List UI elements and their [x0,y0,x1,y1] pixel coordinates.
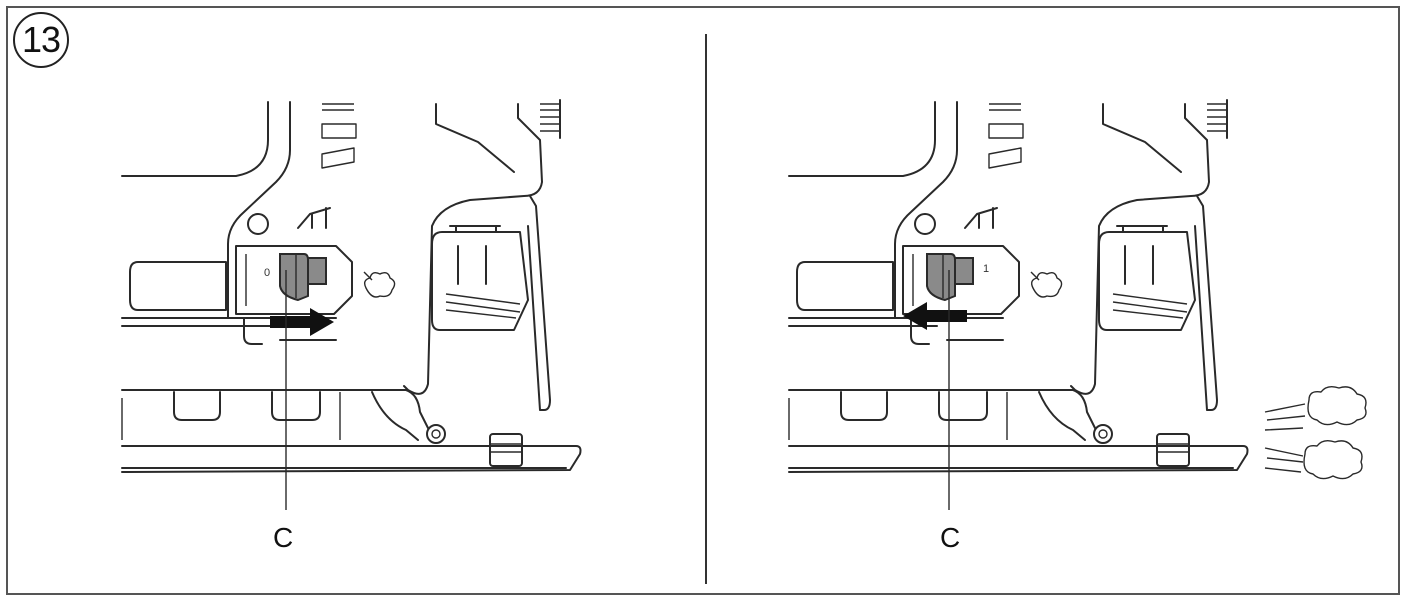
callout-label-c-right: C [940,522,961,553]
jigsaw-illustration-right: 1 [788,99,1367,510]
switch-c-left: 0 [264,253,327,302]
dust-cloud-icon [1264,385,1367,480]
switch-mark-left: 0 [264,267,270,279]
callout-label-c-left: C [273,522,294,553]
jigsaw-illustration-left: 0 [121,99,582,510]
switch-c-right: 1 [926,253,989,302]
arrow-left-icon [903,302,967,330]
arrow-right-icon [270,308,334,336]
tool-body-left [121,99,582,473]
figure-number-badge: 13 [13,12,69,68]
panel-divider [705,34,707,584]
switch-mark-right: 1 [983,263,989,275]
tool-body-right [788,99,1249,473]
figure-frame [6,6,1400,595]
